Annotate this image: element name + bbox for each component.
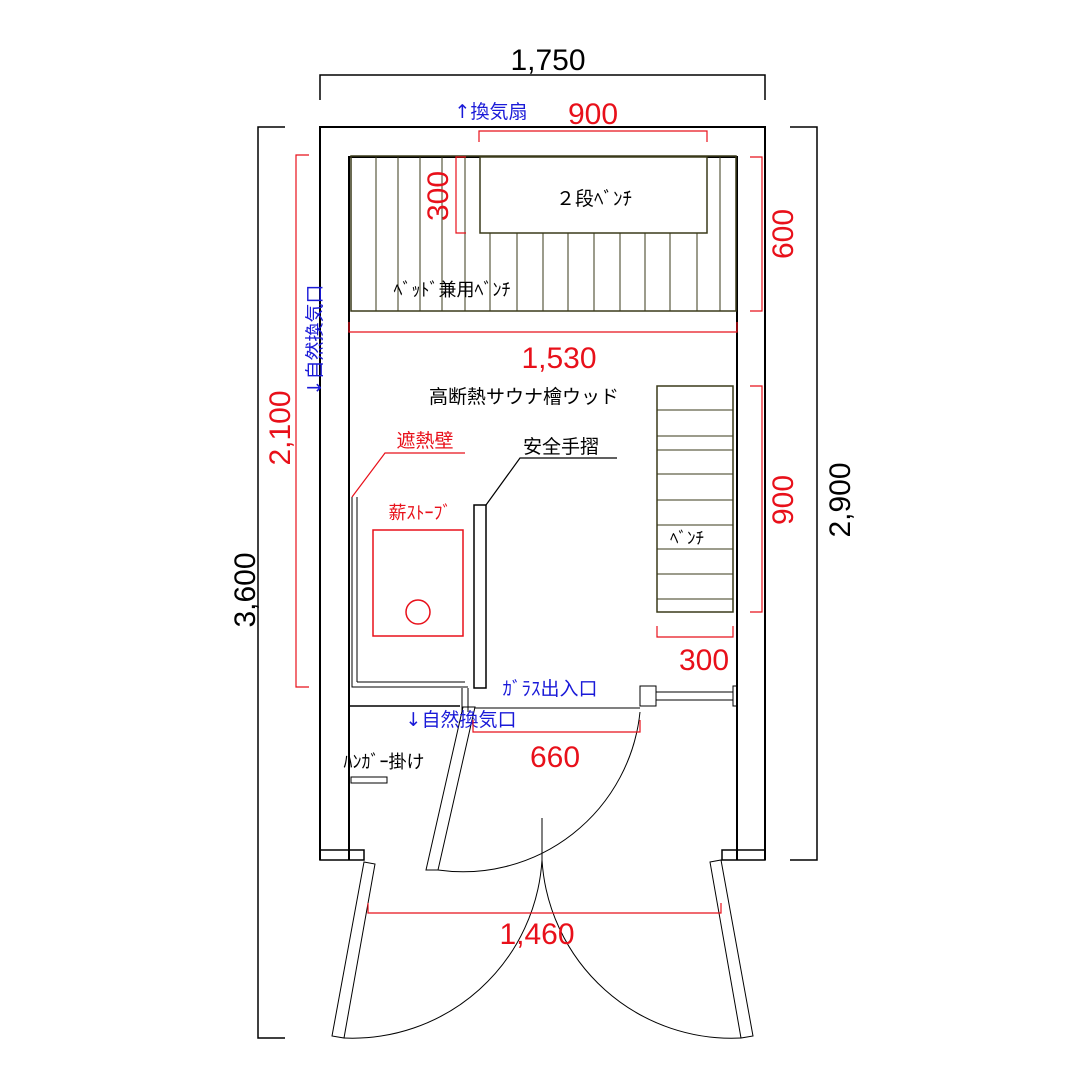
outer-width-dimension: 1,750 bbox=[510, 44, 585, 77]
side-bench-dimension-lines bbox=[656, 385, 763, 638]
sauna-height-dimension: 2,100 bbox=[264, 390, 297, 465]
heat-shield-leader bbox=[351, 452, 465, 498]
bed-bench-label: ﾍﾞｯﾄﾞ兼用ﾍﾞﾝﾁ bbox=[394, 280, 511, 301]
side-bench-depth-dimension: 300 bbox=[679, 644, 729, 677]
two-tier-bench bbox=[479, 156, 708, 234]
room-height-dimension: 2,900 bbox=[824, 462, 857, 537]
side-bench bbox=[656, 385, 734, 613]
natural-vent-side-label: ↓自然換気口 bbox=[304, 285, 326, 396]
handrail-label: 安全手摺 bbox=[523, 436, 599, 458]
top-bench-depth-dimension: 300 bbox=[422, 171, 455, 221]
safety-handrail bbox=[473, 504, 487, 689]
heat-shield-label: 遮熱壁 bbox=[396, 430, 453, 452]
heat-shield-wall bbox=[351, 497, 468, 688]
top-bench-dimension-lines bbox=[348, 130, 763, 333]
stove-label: 薪ｽﾄｰﾌﾞ bbox=[389, 503, 452, 524]
sauna-height-dimension-line bbox=[295, 154, 309, 688]
inner-door-dimension-line bbox=[472, 720, 641, 733]
glass-entrance bbox=[425, 685, 738, 873]
two-tier-bench-label: ２段ﾍﾞﾝﾁ bbox=[556, 188, 632, 210]
outer-height-dimension: 3,600 bbox=[229, 552, 262, 627]
wood-label: 高断熱サウナ檜ウッド bbox=[429, 385, 619, 408]
hanger-rail bbox=[350, 776, 388, 784]
natural-vent-bottom-label: ↓自然換気口 bbox=[406, 709, 517, 731]
side-bench-label: ﾍﾞﾝﾁ bbox=[670, 529, 704, 549]
handrail-leader bbox=[485, 457, 617, 506]
outer-double-door bbox=[331, 818, 754, 1039]
bench-area-depth-dimension: 600 bbox=[767, 209, 800, 259]
outer-door-dimension-line bbox=[367, 903, 722, 914]
stove-chimney-icon bbox=[405, 599, 431, 625]
interior-width-dimension: 1,530 bbox=[521, 342, 596, 375]
bed-bench bbox=[350, 155, 737, 312]
hanger-label: ﾊﾝｶﾞｰ掛け bbox=[344, 752, 425, 773]
wood-stove bbox=[372, 529, 464, 637]
exhaust-fan-label: ↑換気扇 bbox=[455, 101, 528, 123]
inner-door-dimension: 660 bbox=[530, 741, 580, 774]
outer-door-dimension: 1,460 bbox=[499, 918, 574, 951]
glass-door-label: ｶﾞﾗｽ出入口 bbox=[502, 678, 597, 700]
top-bench-span-dimension: 900 bbox=[568, 98, 618, 131]
outer-dimension-lines bbox=[257, 74, 818, 1039]
side-bench-length-dimension: 900 bbox=[767, 475, 800, 525]
